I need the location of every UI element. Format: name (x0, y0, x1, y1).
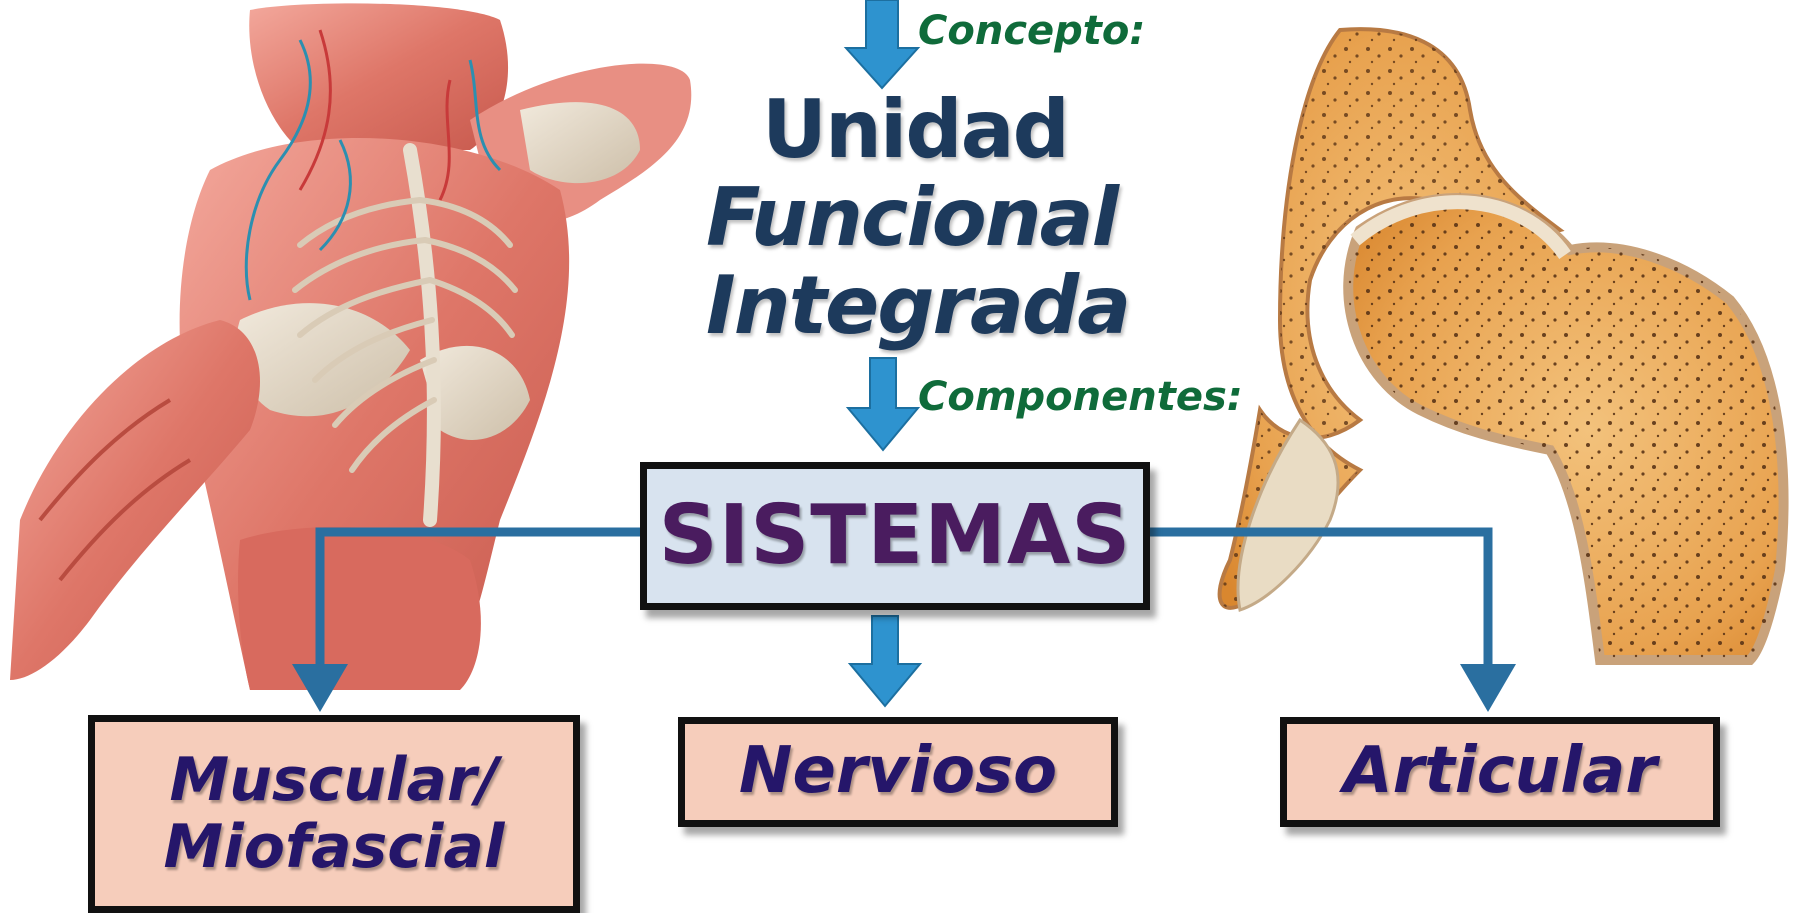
connector-to-muscular (292, 532, 640, 712)
title-line-integrada: Integrada (706, 266, 1129, 346)
arrow-down-concept (846, 0, 918, 88)
component-box-nervioso: Nervioso (678, 717, 1118, 827)
component-label-nervioso: Nervioso (739, 736, 1057, 808)
arrow-down-components (848, 358, 918, 450)
systems-box: SISTEMAS (640, 462, 1150, 610)
arrow-down-nervioso (850, 616, 920, 706)
component-box-articular: Articular (1280, 717, 1720, 827)
systems-label: SISTEMAS (659, 490, 1132, 582)
component-label-articular: Articular (1343, 736, 1657, 808)
title-line-funcional: Funcional (706, 178, 1117, 258)
concept-label: Concepto: (918, 8, 1145, 54)
component-box-muscular: Muscular/ Miofascial (88, 715, 580, 913)
component-label-muscular-line1: Muscular/ (170, 747, 499, 814)
component-label-muscular-line2: Miofascial (164, 814, 505, 881)
components-label: Componentes: (918, 374, 1243, 420)
title-line-unidad: Unidad (762, 90, 1068, 170)
connector-to-articular (1150, 532, 1516, 712)
